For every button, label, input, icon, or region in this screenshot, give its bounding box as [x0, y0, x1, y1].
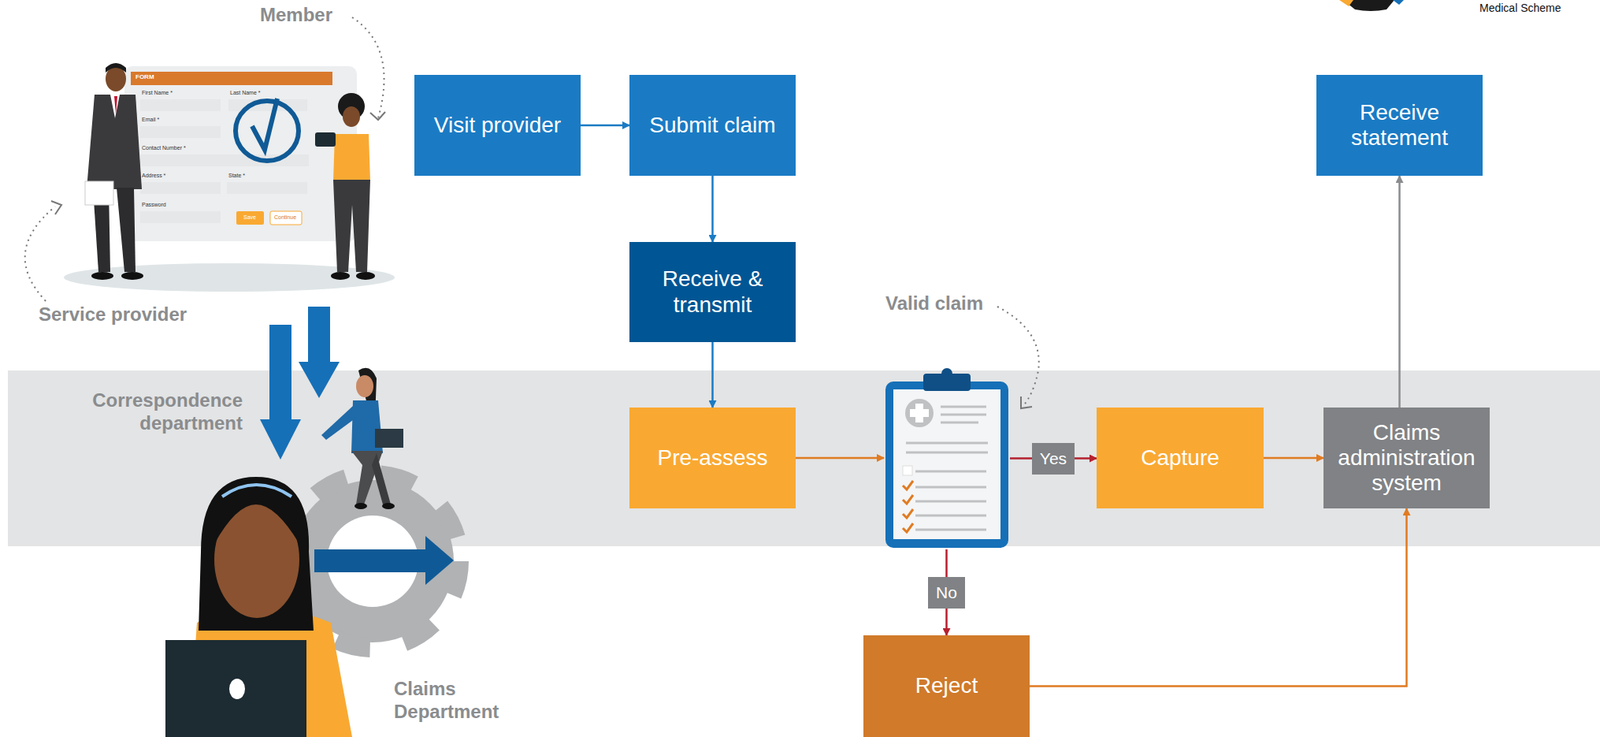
form-field-label: Contact Number * — [141, 144, 186, 151]
gear-arrow — [314, 535, 454, 585]
process-box: Visit provider — [414, 74, 581, 176]
flow-connector — [711, 341, 714, 408]
leader-arrow — [370, 111, 386, 120]
text-label: Member — [259, 3, 333, 26]
correspondence-figure — [321, 367, 404, 509]
process-box: Capture — [1096, 407, 1264, 509]
box-label: Receive & transmit — [638, 266, 787, 317]
leader-line — [352, 17, 385, 119]
box-label: Reject — [915, 672, 978, 698]
save-button — [236, 211, 264, 225]
flow-connector — [1263, 456, 1324, 460]
form-field-label: State * — [228, 172, 246, 179]
callout-label: Valid claim — [885, 292, 984, 315]
leader-arrow — [51, 200, 62, 215]
flow-connector — [1398, 175, 1401, 408]
form-field-label: Address * — [141, 172, 166, 179]
form-field-label: Password — [141, 201, 167, 208]
box-label: Receive statement — [1325, 100, 1474, 151]
box-label: Visit provider — [434, 112, 561, 138]
check-mark — [252, 98, 278, 150]
box-label: Capture — [1140, 445, 1220, 471]
form-header — [130, 71, 333, 86]
form-fields — [140, 99, 309, 223]
form-field-label: Last Name * — [230, 89, 261, 96]
flow-connector — [1029, 508, 1407, 687]
box-label: Submit claim — [649, 112, 776, 138]
form-field-label: FORM — [135, 73, 155, 81]
text-label: Claims Department — [393, 677, 528, 724]
clipboard-icon — [883, 367, 1010, 550]
leader-line — [25, 206, 56, 301]
claims-figure — [165, 476, 353, 737]
form-field-label: Continue — [274, 214, 297, 220]
flow-connector — [711, 175, 714, 242]
text-label: Service provider — [38, 303, 187, 326]
form-screen — [124, 66, 357, 242]
decision-clipboard: Valid claim — [883, 367, 1010, 550]
edge-label: No — [928, 576, 966, 609]
process-box: Claims administration system — [1323, 407, 1490, 509]
continue-button — [270, 211, 302, 225]
edge-label: Yes — [1032, 442, 1075, 475]
flow-connector — [795, 456, 884, 460]
leader-arrow — [1020, 396, 1033, 409]
process-box: Receive statement — [1316, 74, 1483, 176]
text-label: Medical Scheme — [1479, 1, 1562, 15]
logo-mark — [1392, 0, 1404, 5]
logo-mark — [1339, 0, 1354, 7]
form-field-label: First Name * — [141, 89, 173, 96]
flow-connector — [580, 124, 630, 127]
form-field-label: Save — [243, 214, 257, 220]
text-label: Correspondence department — [61, 389, 243, 435]
form-field-label: Email * — [141, 116, 160, 123]
process-box: Pre-assess — [629, 407, 796, 509]
process-box: Receive & transmit — [629, 241, 796, 342]
box-label: Pre-assess — [657, 445, 768, 471]
member-figure — [315, 92, 375, 280]
service-provider-figure — [85, 63, 144, 280]
process-box: Submit claim — [629, 74, 796, 176]
box-label: Claims administration system — [1332, 419, 1481, 497]
process-box: Reject — [863, 634, 1030, 737]
